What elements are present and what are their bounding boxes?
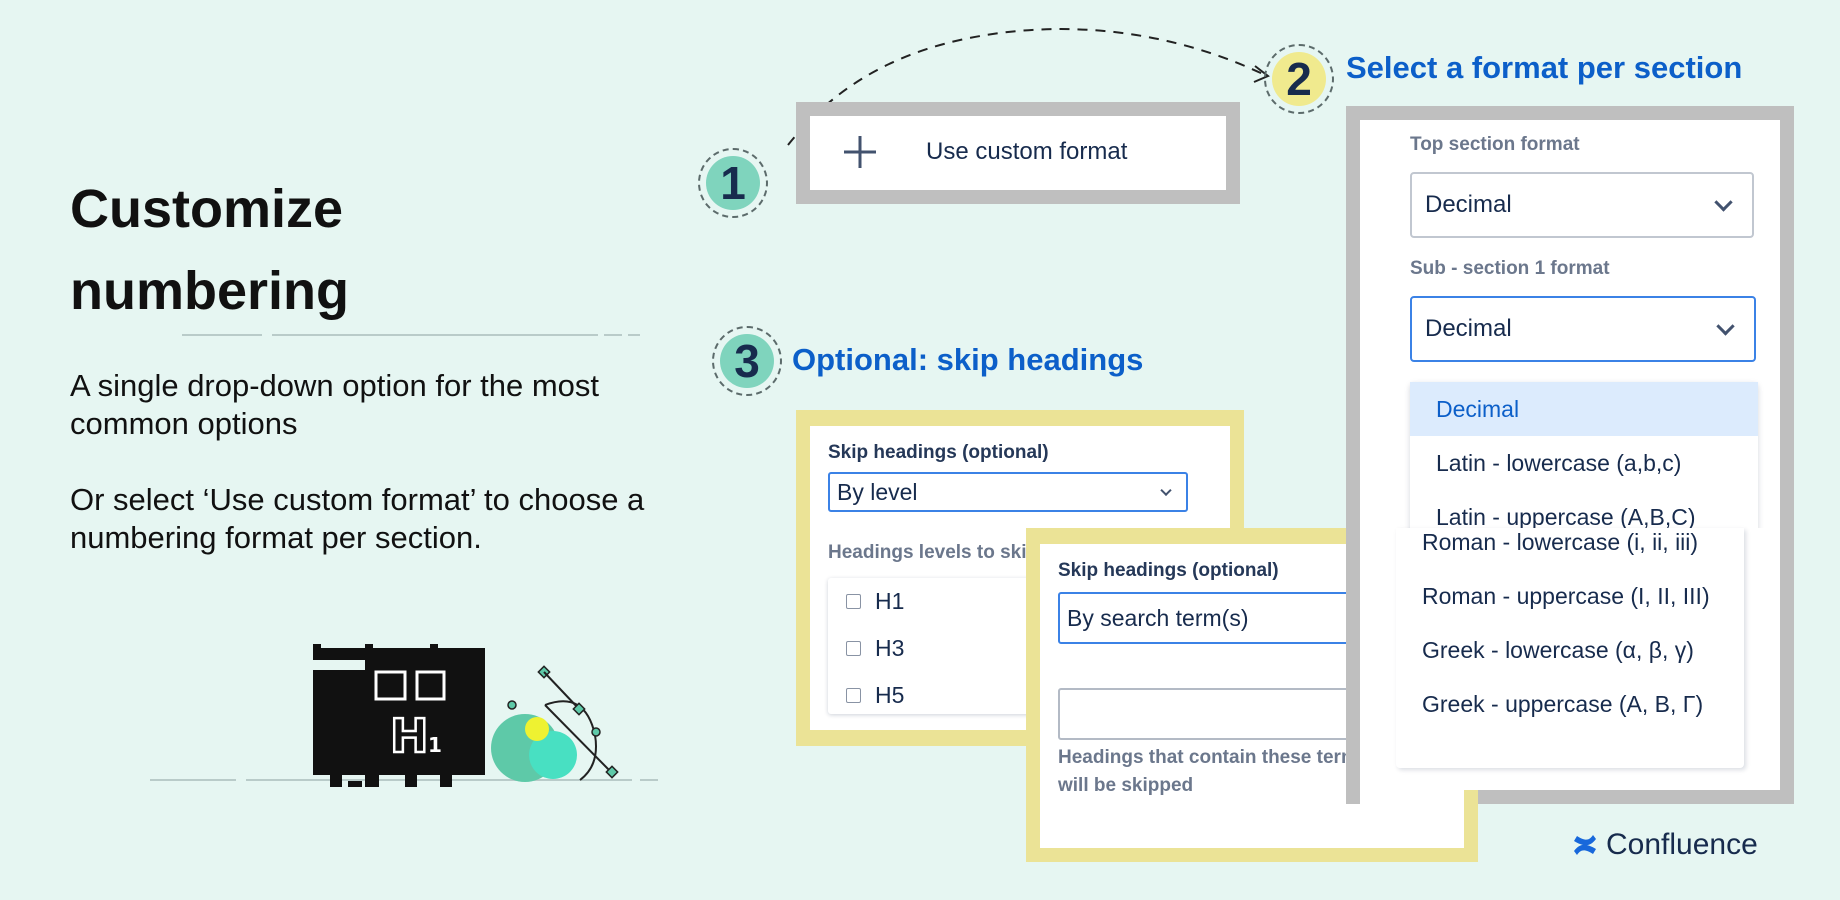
chevron-down-icon — [1716, 317, 1735, 336]
top-section-format-label: Top section format — [1410, 134, 1580, 155]
sub-section-format-select[interactable]: Decimal — [1410, 296, 1756, 362]
chevron-down-icon — [1160, 484, 1172, 497]
illustration: H 1 — [140, 630, 660, 790]
description-paragraph-1: A single drop-down option for the most c… — [70, 368, 600, 441]
step-number: 1 — [706, 156, 760, 210]
step-3-badge: 3 — [712, 326, 782, 396]
divider — [604, 334, 622, 336]
step-2-badge: 2 — [1264, 44, 1334, 114]
robot-h1-icon: H 1 — [313, 644, 619, 787]
select-value: Decimal — [1425, 315, 1512, 342]
dropdown-option-decimal[interactable]: Decimal — [1410, 382, 1758, 436]
select-value: By level — [837, 478, 918, 505]
plus-icon — [844, 136, 876, 168]
chevron-down-icon — [1714, 193, 1733, 212]
dropdown-option-greek-uppercase[interactable]: Greek - uppercase (Α, Β, Γ) — [1422, 690, 1704, 717]
use-custom-format-button[interactable]: Use custom format — [810, 116, 1226, 190]
divider — [182, 334, 262, 336]
skip-headings-select[interactable]: By level — [828, 472, 1188, 512]
confluence-logo-icon — [1574, 835, 1596, 855]
confluence-brand: Confluence — [1572, 828, 1758, 862]
dropdown-option-latin-lowercase[interactable]: Latin - lowercase (a,b,c) — [1436, 449, 1682, 476]
step-2-heading: Select a format per section — [1346, 50, 1743, 85]
dropdown-overlay: Roman - lowercase (i, ii, iii) Roman - u… — [1396, 528, 1744, 768]
select-value: By search term(s) — [1067, 604, 1249, 631]
button-label: Use custom format — [926, 138, 1128, 165]
checkbox-row-h1[interactable]: H1 — [846, 588, 904, 615]
step-1-frame: Use custom format — [796, 102, 1240, 204]
svg-text:1: 1 — [428, 733, 442, 757]
checkbox-label: H1 — [875, 588, 905, 614]
description-paragraph-2: Or select ‘Use custom format’ to choose … — [70, 482, 645, 555]
search-terms-help: Headings that contain these terms will b… — [1058, 747, 1369, 796]
skip-headings-label: Skip headings (optional) — [828, 442, 1049, 463]
top-section-format-select[interactable]: Decimal — [1410, 172, 1754, 238]
step-3-heading: Optional: skip headings — [792, 342, 1144, 377]
checkbox-row-h3[interactable]: H3 — [846, 635, 904, 662]
dropdown-option-latin-uppercase[interactable]: Latin - uppercase (A,B,C) — [1436, 503, 1696, 530]
heading-levels-label: Headings levels to skip — [828, 542, 1039, 563]
checkbox-row-h5[interactable]: H5 — [846, 682, 904, 709]
checkbox[interactable] — [846, 688, 861, 703]
checkbox[interactable] — [846, 641, 861, 656]
dropdown-option-greek-lowercase[interactable]: Greek - lowercase (α, β, γ) — [1422, 636, 1694, 663]
page-title: Customize numbering — [70, 179, 349, 321]
skip-headings-label: Skip headings (optional) — [1058, 560, 1279, 581]
step-number: 2 — [1272, 52, 1326, 106]
checkbox-label: H5 — [875, 682, 905, 708]
step-number: 3 — [720, 334, 774, 388]
checkbox-label: H3 — [875, 635, 905, 661]
sub-section-format-label: Sub - section 1 format — [1410, 258, 1610, 279]
dropdown-option-roman-uppercase[interactable]: Roman - uppercase (I, II, III) — [1422, 582, 1710, 609]
checkbox[interactable] — [846, 594, 861, 609]
select-value: Decimal — [1425, 191, 1512, 218]
divider — [272, 334, 598, 336]
panel-edge — [1346, 528, 1360, 804]
h1-glyph: H — [390, 709, 429, 763]
dropdown-option-roman-lowercase[interactable]: Roman - lowercase (i, ii, iii) — [1422, 528, 1699, 555]
divider — [628, 334, 640, 336]
brand-name: Confluence — [1606, 828, 1758, 861]
step-1-badge: 1 — [698, 148, 768, 218]
